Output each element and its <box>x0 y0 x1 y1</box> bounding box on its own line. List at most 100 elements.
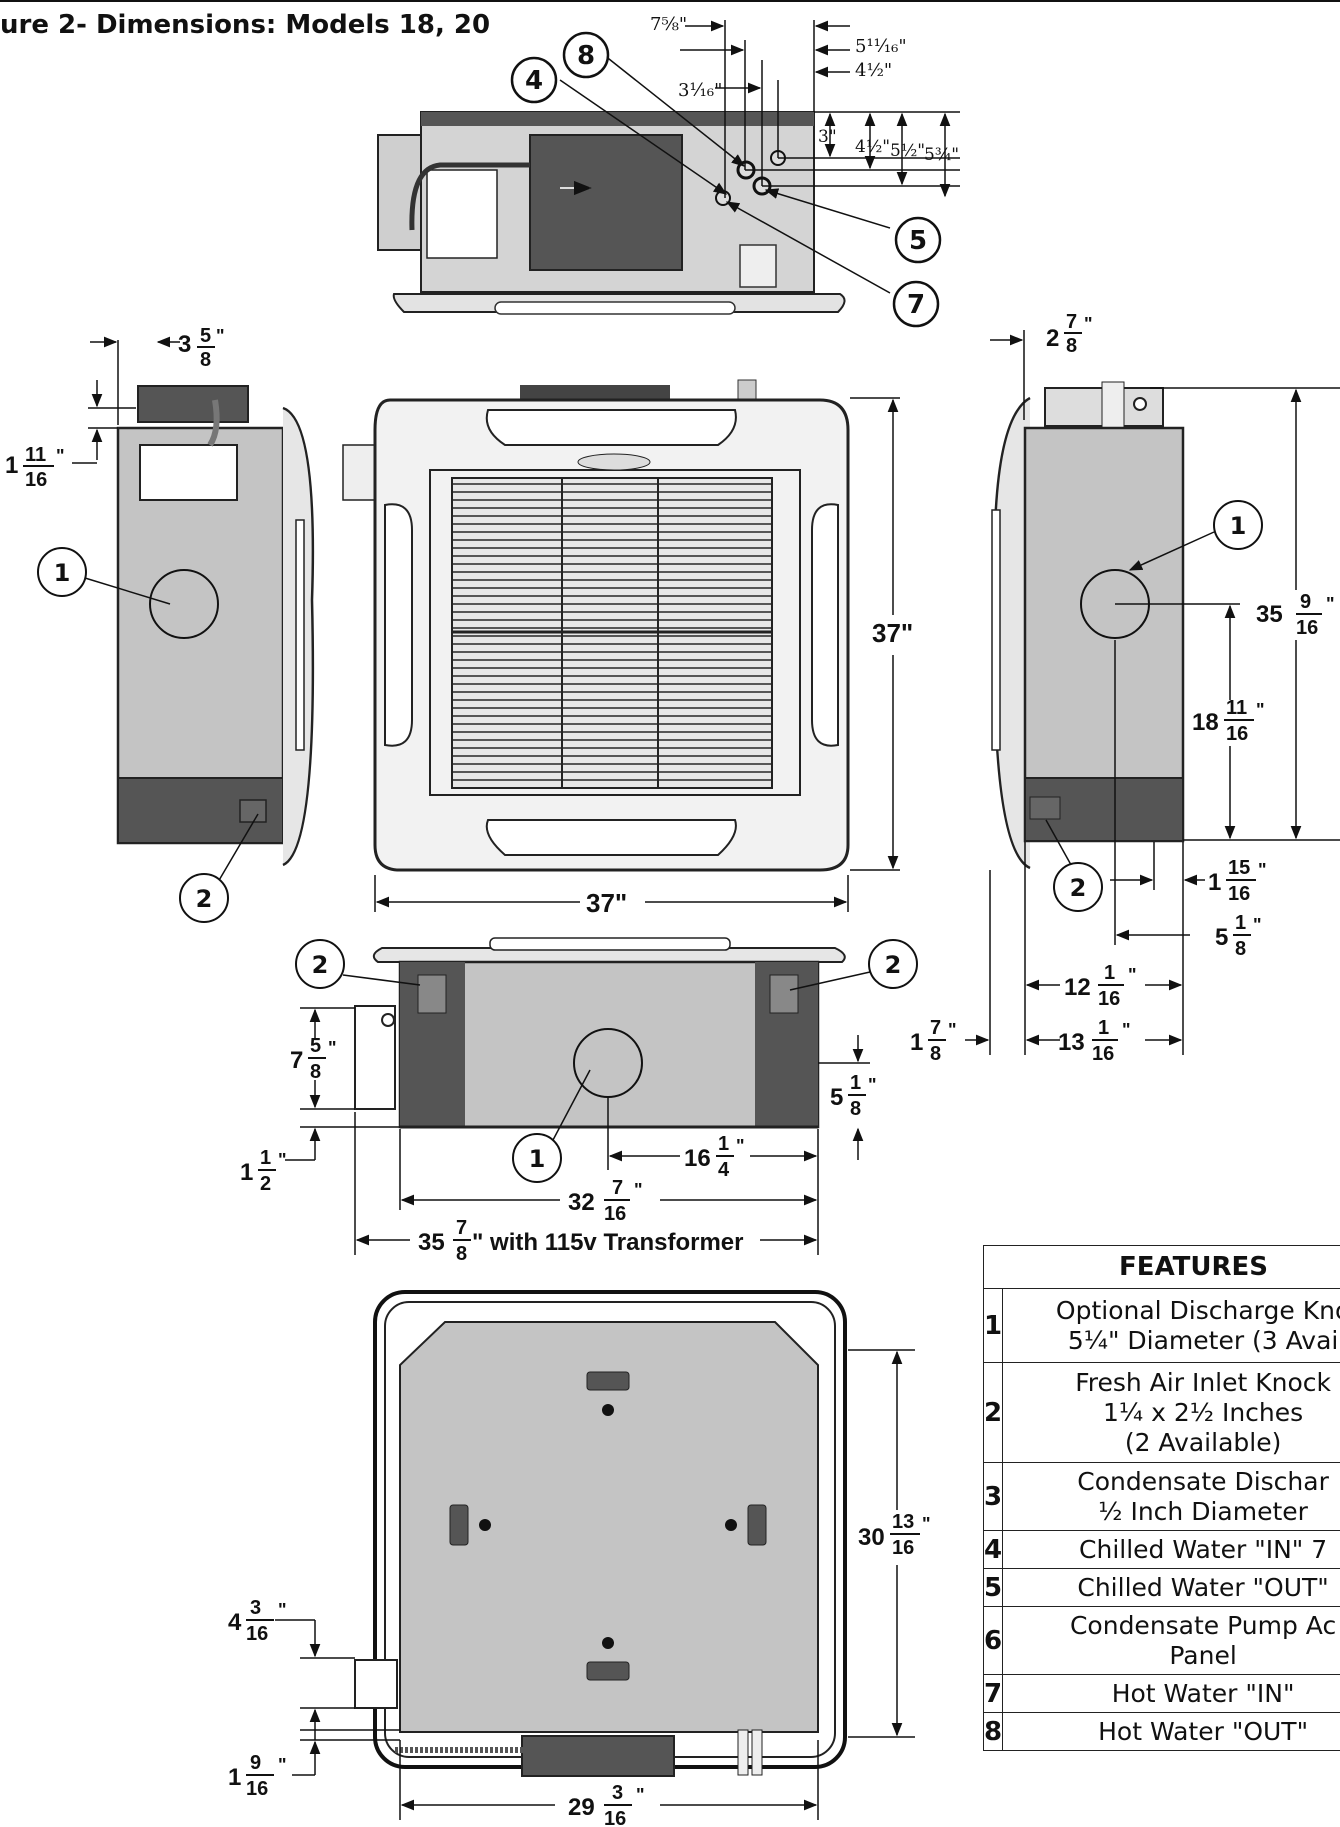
feature-number: 5 <box>982 1568 1004 1607</box>
dim-7-5-8-side: 7 5 8 " <box>290 1035 337 1083</box>
dim-29-3-16: 29 3 16 " <box>568 1782 645 1827</box>
feature-number: 6 <box>982 1606 1004 1675</box>
svg-text:1: 1 <box>5 452 18 479</box>
svg-text:16: 16 <box>1098 988 1120 1010</box>
feature-number: 2 <box>982 1362 1004 1463</box>
svg-text:8: 8 <box>456 1243 467 1265</box>
svg-text:": " <box>278 1150 287 1170</box>
svg-text:1: 1 <box>1098 1017 1109 1039</box>
callout-side-1: 1 <box>529 1145 546 1173</box>
dim-32-7-16: 32 7 16 " <box>568 1177 643 1225</box>
svg-text:": " <box>278 1755 287 1775</box>
svg-text:": " <box>1258 860 1267 880</box>
svg-text:" with 115v Transformer: " with 115v Transformer <box>472 1229 744 1256</box>
svg-text:": " <box>1128 965 1137 985</box>
svg-text:": " <box>868 1075 877 1095</box>
dim-1-9-16: 1 9 16 " <box>228 1752 287 1800</box>
svg-text:8: 8 <box>1066 335 1077 357</box>
svg-text:": " <box>56 446 65 466</box>
callout-side-2a: 2 <box>312 951 329 979</box>
dim-v-5-1-2: 5½" <box>890 141 925 161</box>
feature-description-line: Condensate Dischar <box>1077 1466 1329 1496</box>
dim-7-5-8: 7⅝" <box>650 14 687 35</box>
dim-1-7-8: 1 7 8 " <box>910 1017 957 1065</box>
feature-number: 7 <box>982 1674 1004 1713</box>
feature-number: 3 <box>982 1462 1004 1531</box>
dim-13-1-16: 13 1 16 " <box>1058 1017 1131 1065</box>
svg-text:": " <box>1084 314 1093 334</box>
dim-2-7-8: 2 7 8 " <box>1046 311 1093 357</box>
feature-description: Chilled Water "IN" 7 <box>1002 1530 1340 1569</box>
bottom-view <box>354 1290 847 1777</box>
side-elevation-view <box>354 937 846 1129</box>
bottom-dimension-lines <box>275 1349 915 1820</box>
svg-text:16: 16 <box>1296 617 1318 639</box>
svg-text:3: 3 <box>178 331 191 358</box>
features-row: 7 Hot Water "IN" <box>982 1674 1340 1713</box>
svg-text:16: 16 <box>604 1203 626 1225</box>
dim-3-1-16: 3¹⁄₁₆" <box>678 80 722 101</box>
svg-text:1: 1 <box>910 1029 923 1056</box>
svg-text:16: 16 <box>1226 723 1248 745</box>
svg-text:": " <box>948 1020 957 1040</box>
feature-number: 4 <box>982 1530 1004 1569</box>
svg-text:16: 16 <box>25 469 47 491</box>
feature-description-line: Hot Water "IN" <box>1111 1678 1295 1708</box>
top-dimension-labels: 7⅝" 3¹⁄₁₆" 5¹¹⁄₁₆" 4½" 3" 4½" 5½" 5¾" <box>650 14 959 165</box>
dim-12-1-16: 12 1 16 " <box>1064 962 1137 1010</box>
callout-right-2: 2 <box>1070 874 1087 902</box>
svg-text:": " <box>736 1136 745 1156</box>
svg-text:7: 7 <box>290 1047 303 1074</box>
dim-37-vertical: 37" <box>872 618 913 648</box>
svg-text:7: 7 <box>930 1017 941 1039</box>
feature-description-line: Chilled Water "OUT" <box>1077 1572 1329 1602</box>
svg-text:13: 13 <box>892 1511 914 1533</box>
svg-text:": " <box>634 1180 643 1200</box>
svg-text:": " <box>1122 1020 1131 1040</box>
dim-30-13-16: 30 13 16 " <box>855 1511 937 1562</box>
feature-description-line: 1¼ x 2½ Inches <box>1103 1397 1304 1427</box>
right-side-view <box>991 381 1185 870</box>
feature-description-line: Optional Discharge Kno <box>1055 1295 1340 1325</box>
feature-description-line: 5¼" Diameter (3 Avai <box>1067 1325 1339 1355</box>
svg-text:5: 5 <box>310 1035 321 1057</box>
feature-description-line: Panel <box>1169 1640 1237 1670</box>
svg-text:35: 35 <box>1256 601 1283 628</box>
svg-text:": " <box>922 1514 931 1534</box>
feature-description: Hot Water "IN" <box>1002 1674 1340 1713</box>
svg-text:5: 5 <box>830 1084 843 1111</box>
svg-text:32: 32 <box>568 1189 595 1216</box>
dim-3-5-8: 3 5 8 " <box>178 325 225 371</box>
svg-text:8: 8 <box>200 349 211 371</box>
bottom-dimension-labels: 30 13 16 " 4 3 16 " 1 9 16 " 29 3 16 " <box>228 1511 937 1827</box>
svg-text:29: 29 <box>568 1794 595 1821</box>
dim-5-11-16: 5¹¹⁄₁₆" <box>855 36 907 57</box>
svg-text:12: 12 <box>1064 974 1091 1001</box>
svg-text:16: 16 <box>1228 883 1250 905</box>
svg-text:11: 11 <box>1226 697 1247 719</box>
svg-text:": " <box>1326 594 1335 614</box>
svg-text:7: 7 <box>1066 311 1077 333</box>
dim-5-1-8-side: 5 1 8 " <box>830 1072 877 1120</box>
features-header: FEATURES <box>982 1245 1340 1289</box>
feature-number: 1 <box>982 1288 1004 1363</box>
feature-description: Hot Water "OUT" <box>1002 1712 1340 1751</box>
dim-3: 3" <box>818 127 837 147</box>
feature-description: Chilled Water "OUT" <box>1002 1568 1340 1607</box>
features-row: 5 Chilled Water "OUT" <box>982 1568 1340 1607</box>
svg-text:": " <box>1256 700 1265 720</box>
svg-text:9: 9 <box>1300 591 1311 613</box>
callout-7: 7 <box>907 290 925 320</box>
callout-5: 5 <box>909 226 927 256</box>
svg-text:9: 9 <box>250 1752 261 1774</box>
top-callouts: 8 4 5 7 <box>510 31 942 328</box>
